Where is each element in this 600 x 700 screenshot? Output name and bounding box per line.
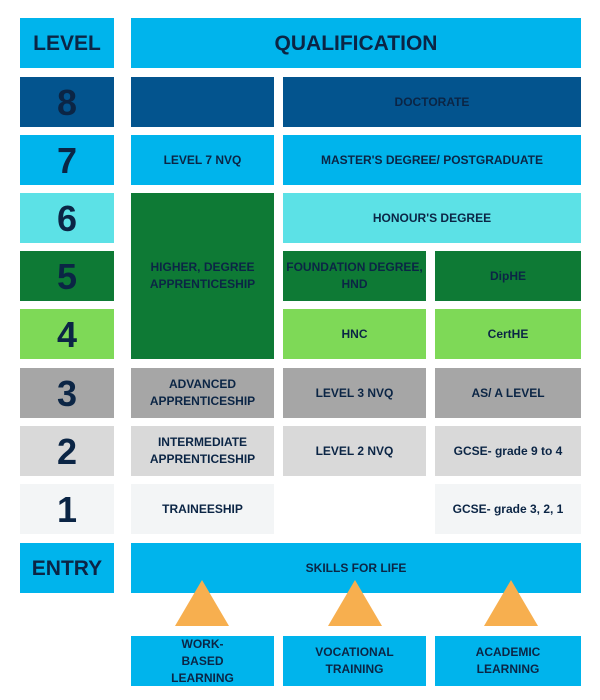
level-3-nvq-cell: LEVEL 3 NVQ — [283, 368, 426, 418]
level-8: 8 — [20, 77, 114, 127]
level-entry: ENTRY — [20, 543, 114, 593]
level-2-nvq-cell: LEVEL 2 NVQ — [283, 426, 426, 476]
level-header: LEVEL — [20, 18, 114, 68]
level-7-nvq-cell: LEVEL 7 NVQ — [131, 135, 274, 185]
masters-degree-cell: MASTER'S DEGREE/ POSTGRADUATE — [283, 135, 581, 185]
qualification-header: QUALIFICATION — [131, 18, 581, 68]
level-4: 4 — [20, 309, 114, 359]
level-3: 3 — [20, 368, 114, 418]
diphe-cell: DipHE — [435, 251, 581, 301]
certhe-cell: CertHE — [435, 309, 581, 359]
vocational-triangle-icon — [328, 580, 382, 626]
gcse-grade-3-2-1-cell: GCSE- grade 3, 2, 1 — [435, 484, 581, 534]
gcse-grade-9-to-4-cell: GCSE- grade 9 to 4 — [435, 426, 581, 476]
level-8-empty-block — [131, 77, 274, 127]
pathway-academic-learning: ACADEMIC LEARNING — [435, 636, 581, 686]
higher-degree-apprenticeship-cell: HIGHER, DEGREE APPRENTICESHIP — [131, 193, 274, 359]
academic-triangle-icon — [484, 580, 538, 626]
work-based-triangle-icon — [175, 580, 229, 626]
foundation-degree-cell: FOUNDATION DEGREE, HND — [283, 251, 426, 301]
hnc-cell: HNC — [283, 309, 426, 359]
honours-degree-cell: HONOUR'S DEGREE — [283, 193, 581, 243]
level-2: 2 — [20, 426, 114, 476]
pathway-work-based-learning: WORK-BASED LEARNING — [131, 636, 274, 686]
level-7: 7 — [20, 135, 114, 185]
level-6: 6 — [20, 193, 114, 243]
level-5: 5 — [20, 251, 114, 301]
doctorate-cell: DOCTORATE — [283, 77, 581, 127]
intermediate-apprenticeship-cell: INTERMEDIATE APPRENTICESHIP — [131, 426, 274, 476]
advanced-apprenticeship-cell: ADVANCED APPRENTICESHIP — [131, 368, 274, 418]
level-1: 1 — [20, 484, 114, 534]
traineeship-cell: TRAINEESHIP — [131, 484, 274, 534]
as-a-level-cell: AS/ A LEVEL — [435, 368, 581, 418]
pathway-vocational-training: VOCATIONAL TRAINING — [283, 636, 426, 686]
